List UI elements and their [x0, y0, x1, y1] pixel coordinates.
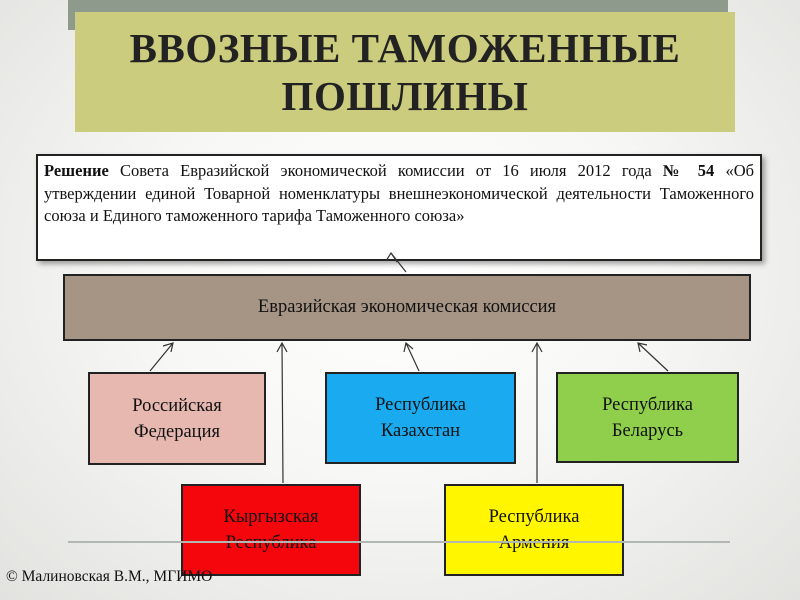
commission-label: Евразийская экономическая комиссия — [257, 297, 557, 317]
member-kyrgyzstan-line1: Кыргызская — [223, 507, 319, 527]
member-kazakhstan-line2: Казахстан — [380, 421, 461, 441]
member-belarus-line2: Беларусь — [611, 420, 684, 441]
member-russia-line2: Федерация — [134, 421, 220, 442]
decision-bold-prefix: Решение — [44, 161, 109, 180]
member-russia-line1: Российская — [132, 395, 222, 416]
member-kazakhstan: Республика Казахстан — [325, 372, 516, 464]
decision-text-part1: Совета Евразийской экономической комисси… — [108, 161, 663, 180]
decision-text-part2: «Об утверждении единой Товарной номенкла… — [44, 161, 754, 225]
member-kyrgyzstan-line2: Республика — [225, 533, 317, 553]
decision-box: Решение Совета Евразийской экономической… — [36, 154, 762, 261]
member-armenia-line1: Республика — [488, 507, 580, 527]
copyright-text: © Малиновская В.М., МГИМО — [6, 568, 213, 585]
member-kyrgyzstan: Кыргызская Республика — [181, 484, 361, 576]
commission-box: Евразийская экономическая комиссия — [63, 274, 751, 341]
member-belarus: Республика Беларусь — [556, 372, 739, 463]
title-box: ВВОЗНЫЕ ТАМОЖЕННЫЕ ПОШЛИНЫ — [75, 12, 735, 132]
footer-divider — [68, 541, 730, 543]
member-russia: Российская Федерация — [88, 372, 266, 465]
decision-number: № 54 — [662, 161, 715, 180]
page-title: ВВОЗНЫЕ ТАМОЖЕННЫЕ ПОШЛИНЫ — [129, 25, 681, 119]
member-armenia: Республика Армения — [444, 484, 624, 576]
member-kazakhstan-line1: Республика — [375, 395, 466, 415]
member-belarus-line1: Республика — [602, 394, 693, 415]
member-armenia-line2: Армения — [498, 533, 570, 553]
